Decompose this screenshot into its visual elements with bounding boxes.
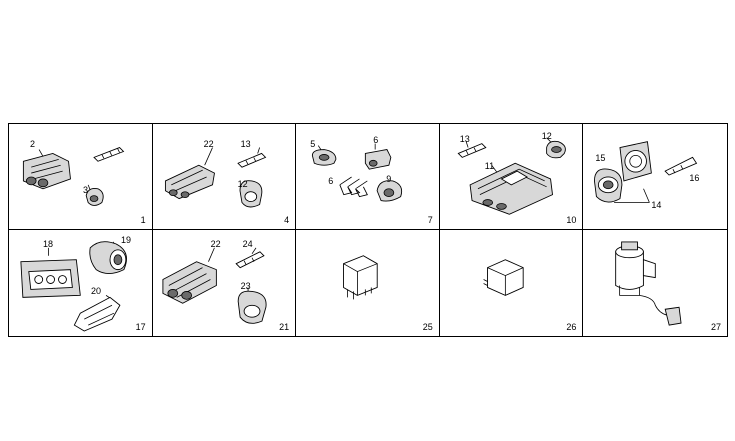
callout-label: 24 [242, 239, 253, 249]
parts-cell-4: 22 13 12 4 [152, 124, 297, 230]
reference-number: 4 [284, 215, 290, 225]
callout-label: 6 [373, 135, 379, 145]
connector-housing-illustration [594, 141, 698, 203]
parts-cell-26: 26 [440, 230, 584, 336]
parts-cell-25: 25 [296, 230, 440, 336]
callout-label: 13 [240, 139, 251, 149]
callout-label: 9 [386, 174, 392, 184]
callout-label: 22 [203, 139, 214, 149]
parts-cell-7: 5 6 6 9 7 [296, 124, 440, 230]
connector-housing-illustration [457, 137, 566, 215]
callout-label: 5 [310, 139, 316, 149]
callout-label: 12 [541, 131, 552, 141]
parts-cell-14: 15 16 14 [583, 124, 727, 230]
relay-illustration [483, 259, 524, 296]
connector-housing-illustration [162, 247, 267, 324]
reference-number: 21 [279, 322, 290, 332]
parts-cell-10: 13 12 11 10 [439, 124, 584, 230]
reference-number: 10 [566, 215, 577, 225]
parts-cell-1: 2 3 1 [9, 124, 153, 230]
parts-cell-27: 27 [583, 230, 727, 336]
callout-label: 23 [240, 281, 251, 291]
actuator-illustration [615, 241, 682, 326]
callout-label: 19 [121, 235, 132, 245]
reference-number: 27 [710, 322, 721, 332]
callout-label: 11 [484, 161, 495, 171]
reference-number: 26 [566, 322, 577, 332]
callout-label: 12 [237, 179, 248, 189]
connector-housing-illustration [20, 241, 127, 332]
callout-label: 13 [459, 134, 470, 144]
callout-label: 16 [689, 173, 700, 183]
parts-diagram-grid: 2 3 1 22 13 12 4 [8, 123, 728, 337]
parts-cell-21: 22 24 23 21 [153, 230, 297, 336]
callout-label: 6 [328, 176, 334, 186]
callout-label: 3 [83, 185, 89, 195]
callout-label: 14 [651, 200, 662, 210]
reference-number: 25 [422, 322, 433, 332]
connector-housing-illustration [164, 147, 266, 208]
reference-number: 7 [427, 215, 433, 225]
connector-housing-illustration [312, 143, 403, 202]
callout-label: 20 [91, 286, 102, 296]
callout-label: 15 [595, 153, 606, 163]
relay-illustration [343, 255, 378, 300]
connector-housing-illustration [22, 147, 125, 206]
reference-number: 1 [140, 215, 146, 225]
callout-label: 18 [43, 239, 54, 249]
callout-label: 22 [210, 239, 221, 249]
callout-label: 2 [30, 139, 36, 149]
parts-cell-17: 18 19 20 17 [9, 230, 153, 336]
reference-number: 17 [135, 322, 146, 332]
